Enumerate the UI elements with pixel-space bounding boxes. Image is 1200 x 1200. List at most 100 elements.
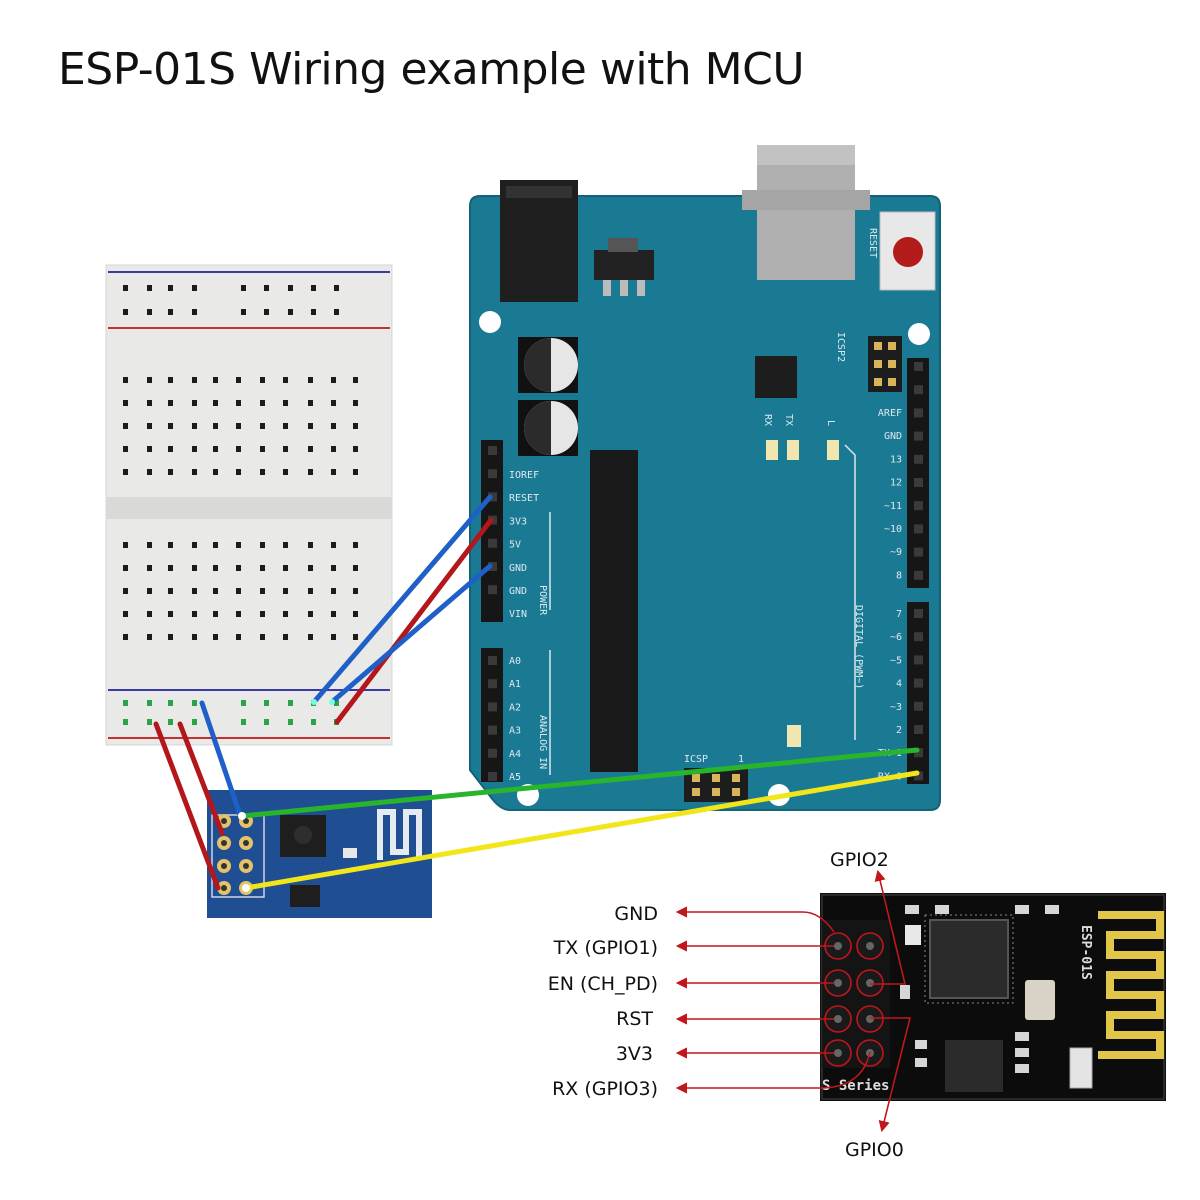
breadboard-hole [192,542,197,548]
breadboard [105,264,393,746]
breadboard-hole [147,309,152,315]
esp01s-module-small [207,790,432,918]
breadboard-hole [192,400,197,406]
breadboard-hole [147,469,152,475]
icsp-pin1-label: 1 [738,754,744,765]
breadboard-hole [353,377,358,383]
breadboard-hole [353,542,358,548]
breadboard-hole [213,469,218,475]
header-pin [488,446,497,455]
breadboard-hole [192,446,197,452]
breadboard-hole [260,400,265,406]
header-pin [914,501,923,511]
breadboard-hole [123,588,128,594]
breadboard-hole [236,588,241,594]
breadboard-hole [260,446,265,452]
breadboard-hole [260,542,265,548]
breadboard-holes [123,285,358,640]
breadboard-hole [123,469,128,475]
breadboard-hole [331,611,336,617]
digital-pin-label: 8 [896,570,902,581]
breadboard-hole [308,588,313,594]
led-l-label: L [825,420,836,426]
header-pin [914,547,923,557]
power-pin-label: 3V3 [509,516,527,527]
breadboard-hole [260,588,265,594]
breadboard-hole [334,309,339,315]
esp-header-pin-hole [866,942,874,950]
esp-header-pin-hole [834,1015,842,1023]
breadboard-hole [236,446,241,452]
capacitor [518,337,578,393]
breadboard-hole [283,565,288,571]
breadboard-hole [236,634,241,640]
breadboard-hole [353,634,358,640]
led [827,440,839,460]
breadboard-hole [213,446,218,452]
breadboard-rail-hole [288,700,293,706]
breadboard-hole [147,611,152,617]
wire-red [177,721,225,836]
breadboard-hole [283,634,288,640]
breadboard-hole [260,377,265,383]
breadboard-hole [331,423,336,429]
esp-pin-hole [221,885,227,891]
esp01s-module-pinout: ESP-01S S Series [820,893,1166,1101]
breadboard-hole [236,542,241,548]
header-pin [914,655,923,665]
breadboard-hole [311,309,316,315]
breadboard-hole [123,400,128,406]
header-pin [914,408,923,418]
flash-chip [945,1040,1003,1092]
led [766,440,778,460]
breadboard-hole [331,565,336,571]
breadboard-hole [353,611,358,617]
breadboard-hole [283,377,288,383]
breadboard-rail-hole [168,700,173,706]
breadboard-rail-hole [123,700,128,706]
breadboard-hole [213,565,218,571]
analog-pin-label: A2 [509,702,521,713]
pin-label-rst: RST [616,1008,653,1030]
power-pin-label: VIN [509,609,527,620]
pin-label-rx: RX (GPIO3) [552,1078,658,1100]
breadboard-hole [308,446,313,452]
analog-pin-label: A1 [509,679,521,690]
header-pin [488,772,497,781]
microcontroller-chip [590,450,638,772]
breadboard-hole [308,469,313,475]
breadboard-hole [308,377,313,383]
breadboard-hole [308,542,313,548]
breadboard-hole [288,309,293,315]
power-title: POWER [537,585,548,616]
breadboard-hole [353,446,358,452]
digital-pin-label: 2 [896,725,902,736]
digital-pin-label: ~10 [884,524,902,535]
breadboard-hole [308,611,313,617]
breadboard-hole [283,588,288,594]
breadboard-hole [264,309,269,315]
breadboard-rail-hole [334,700,339,706]
header-pin [488,725,497,735]
breadboard-hole [308,423,313,429]
esp-header-pin-hole [834,979,842,987]
breadboard-hole [260,469,265,475]
digital-pin-label: ~9 [890,547,902,558]
breadboard-hole [353,588,358,594]
page-title: ESP-01S Wiring example with MCU [58,44,805,95]
capacitor [518,400,578,456]
breadboard-hole [123,309,128,315]
breadboard-hole [331,400,336,406]
breadboard-hole [264,285,269,291]
breadboard-hole [331,377,336,383]
breadboard-hole [260,634,265,640]
header-pin [914,385,923,395]
digital-pin-label: GND [884,431,902,442]
breadboard-hole [168,565,173,571]
breadboard-hole [236,400,241,406]
breadboard-hole [147,446,152,452]
breadboard-hole [147,565,152,571]
